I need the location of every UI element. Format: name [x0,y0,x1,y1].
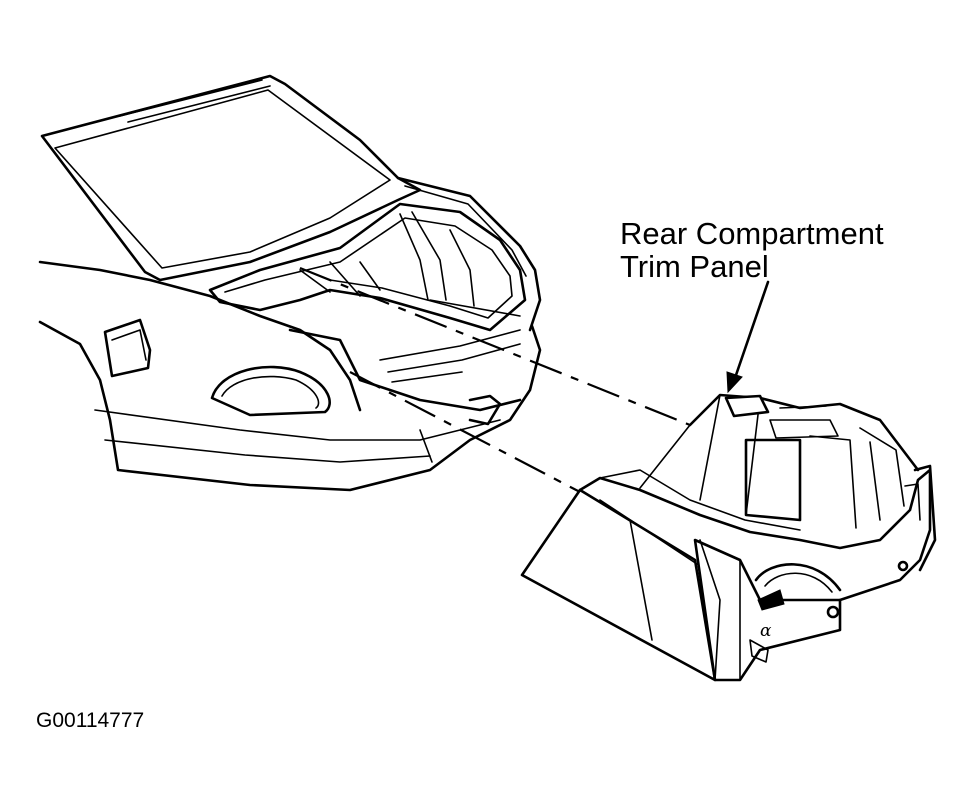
callout-label-line-1: Rear Compartment [620,216,884,251]
vehicle-rear-body-illustration [38,74,542,492]
callout-label-line-2: Trim Panel [620,249,769,284]
callout-leader-arrow [726,280,770,394]
figure-id: G00114777 [36,709,145,732]
panel-stamp-mark: α [760,621,772,641]
trim-panel-illustration [520,393,937,682]
alignment-guide-lines [299,266,691,493]
